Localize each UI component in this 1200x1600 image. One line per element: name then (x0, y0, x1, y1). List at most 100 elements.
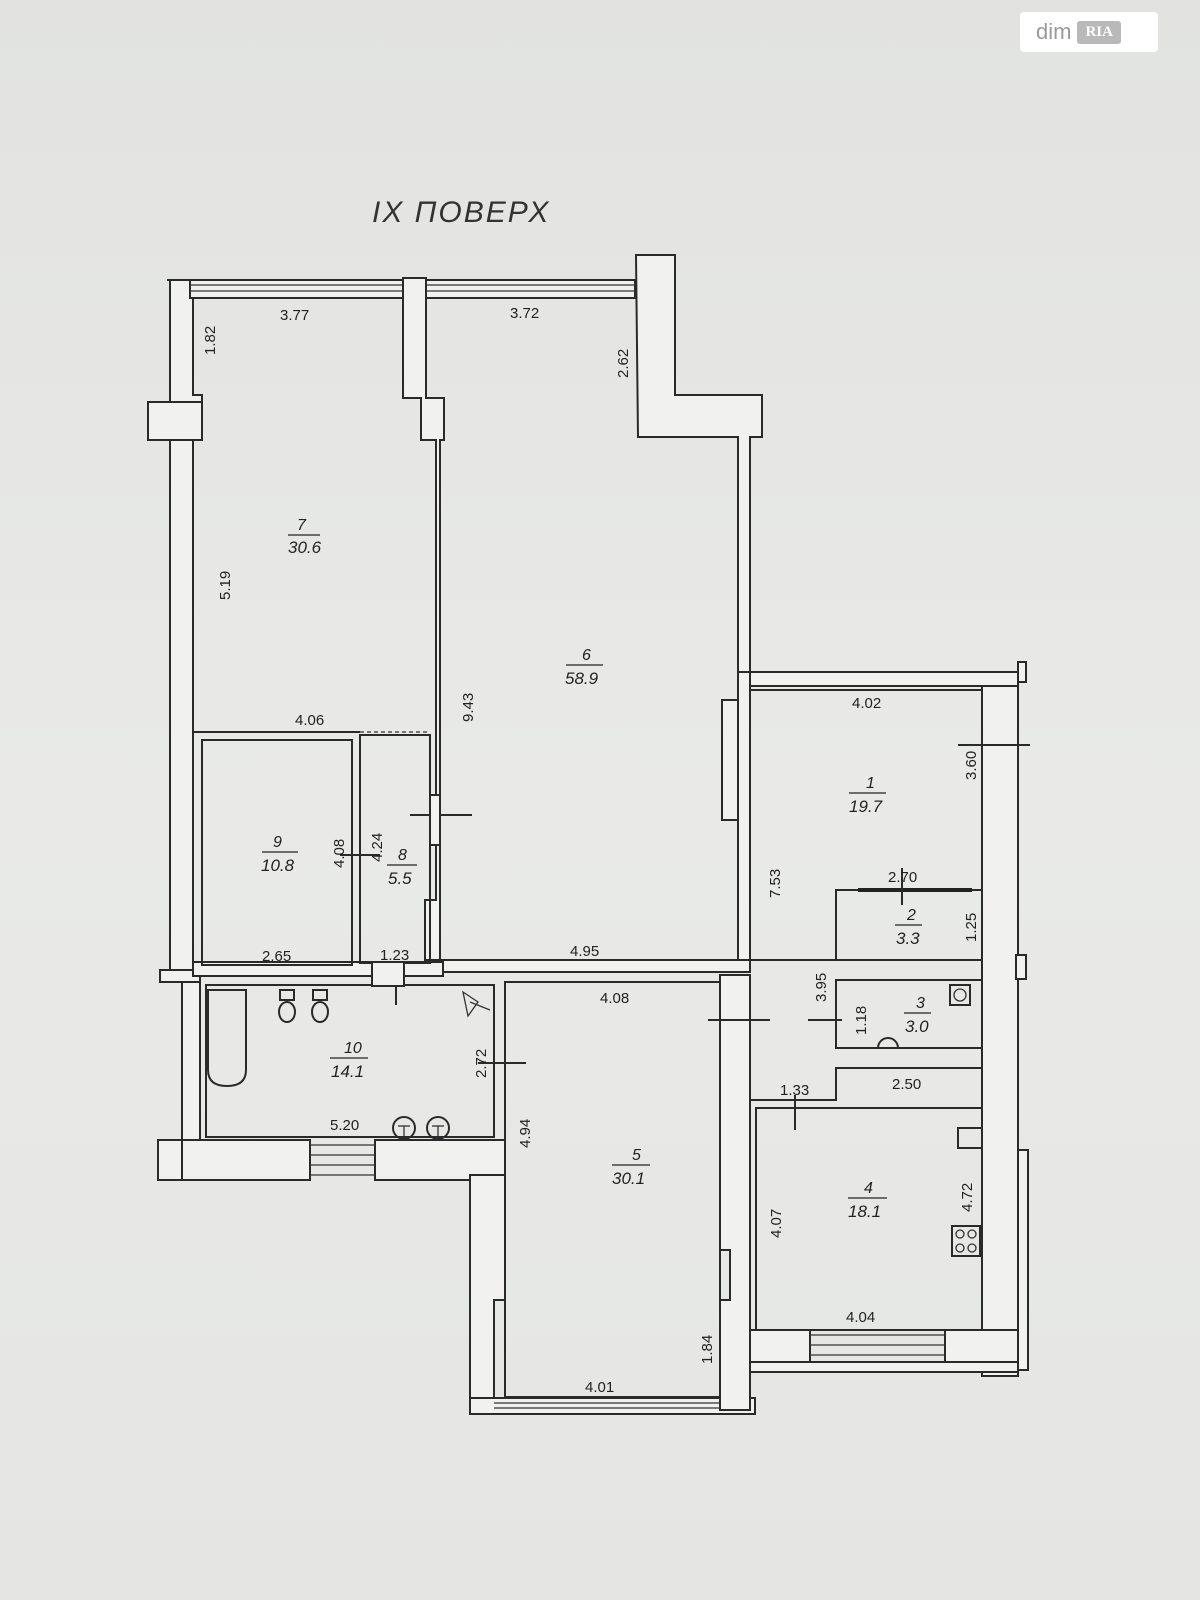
floor-title: IX ПОВЕРХ (372, 196, 550, 229)
wall-left-pier (147, 401, 203, 441)
room-label-3: 33.0 (904, 995, 931, 1036)
room-number: 1 (866, 775, 875, 792)
room-number: 2 (906, 907, 916, 924)
wall-left-lower (157, 974, 201, 1181)
wall-6-right (737, 671, 751, 963)
room-label-1: 119.7 (849, 775, 886, 816)
room-4-outline (755, 1107, 983, 1331)
room-area: 14.1 (331, 1062, 364, 1081)
wall-4-bottom-strip (749, 1361, 1019, 1373)
room-number: 10 (344, 1040, 362, 1057)
vent-icon (462, 990, 491, 1018)
room-area: 3.3 (896, 929, 920, 948)
wall-right-top (749, 671, 1019, 687)
room-label-6: 658.9 (565, 647, 603, 688)
dimension-label: 4.95 (570, 943, 599, 960)
room-5-outline (504, 981, 721, 1398)
dimension-label: 3.77 (280, 307, 309, 324)
toilet-bowl-icon (278, 1001, 296, 1023)
room-area: 10.8 (261, 856, 295, 875)
wall-right-notch-mid (1015, 954, 1027, 980)
dimension-label: 2.65 (262, 948, 291, 965)
partitions (193, 689, 983, 1398)
wall-right-notch-top (1017, 661, 1027, 683)
dimension-label: 1.25 (963, 913, 980, 942)
wall-left-outer (167, 279, 203, 976)
dimension-label: 3.95 (813, 973, 830, 1002)
room-area: 30.6 (288, 538, 322, 557)
dimension-label: 2.72 (473, 1049, 490, 1078)
bathtub-icon (207, 989, 247, 1088)
dimension-label: 4.24 (369, 833, 386, 862)
room-area: 30.1 (612, 1169, 645, 1188)
dimension-label: 2.50 (892, 1076, 921, 1093)
dimension-label: 3.72 (510, 305, 539, 322)
dimension-label: 4.08 (600, 990, 629, 1007)
watermark-brand: dim (1036, 19, 1072, 44)
room-label-8: 85.5 (387, 847, 417, 888)
dimension-label: 4.08 (331, 839, 348, 868)
kitchen-sink-icon (957, 1127, 983, 1149)
sink-icon (426, 1116, 450, 1140)
dimension-label: 4.72 (959, 1183, 976, 1212)
dimension-label: 1.84 (699, 1335, 716, 1364)
room-label-7: 730.6 (288, 517, 322, 557)
fixtures (207, 699, 1030, 1356)
room-area: 19.7 (849, 797, 883, 816)
wall-5-right (719, 974, 751, 1411)
dimension-label: 2.70 (888, 869, 917, 886)
room-label-4: 418.1 (848, 1180, 887, 1221)
wall-5-left (469, 1174, 506, 1411)
wall-top-left (189, 279, 406, 299)
room-area: 58.9 (565, 669, 599, 688)
wall-top-right (424, 279, 636, 299)
walls (147, 254, 1029, 1415)
room-label-5: 530.1 (612, 1147, 650, 1188)
wall-7-6 (402, 277, 445, 961)
sink-icon (392, 1116, 416, 1140)
room-number: 4 (864, 1180, 873, 1197)
dimension-label: 4.01 (585, 1379, 614, 1396)
room-number: 8 (398, 847, 407, 864)
room-area: 18.1 (848, 1202, 881, 1221)
dimension-label: 5.20 (330, 1117, 359, 1134)
dimension-label: 4.04 (846, 1309, 875, 1326)
corridor-wall (750, 1067, 982, 1101)
wall-bottom-10 (181, 1139, 311, 1181)
dimension-label: 4.06 (295, 712, 324, 729)
room-10-outline (205, 984, 495, 1138)
dimension-label: 1.23 (380, 947, 409, 964)
room-4-window (810, 1334, 945, 1356)
room-number: 3 (916, 995, 925, 1012)
entry-steps (310, 1144, 375, 1176)
wall-right-outer (981, 685, 1019, 1377)
bidet-tank-icon (312, 989, 328, 1001)
room-1-outline (749, 689, 983, 961)
wall-right-lower (1017, 1149, 1029, 1371)
wall-6-bottom (439, 959, 751, 973)
toilet-tank-icon (279, 989, 295, 1001)
dimension-label: 4.02 (852, 695, 881, 712)
room-number: 6 (582, 647, 591, 664)
dimension-label: 2.62 (615, 349, 632, 378)
dimension-labels: 3.77 3.72 1.82 2.62 5.19 9.43 4.06 4.08 … (202, 305, 980, 1396)
room-area: 3.0 (905, 1017, 929, 1036)
room-label-10: 10 14.1 (330, 1040, 368, 1081)
wall-5-bottom (469, 1397, 756, 1415)
dimria-watermark: dim RIA (1020, 12, 1158, 52)
room-label-9: 910.8 (261, 834, 298, 875)
wall-top-right-pier (634, 254, 763, 673)
stove-icon (951, 1225, 981, 1257)
dimension-label: 3.60 (963, 751, 980, 780)
dimension-label: 4.07 (768, 1209, 785, 1238)
room-number: 9 (273, 834, 282, 851)
sink-icon (877, 1037, 899, 1049)
room-area: 5.5 (388, 869, 412, 888)
dimension-label: 4.94 (517, 1119, 534, 1148)
room-number: 7 (297, 517, 307, 534)
dimension-label: 1.82 (202, 326, 219, 355)
toilet-icon (949, 984, 971, 1006)
